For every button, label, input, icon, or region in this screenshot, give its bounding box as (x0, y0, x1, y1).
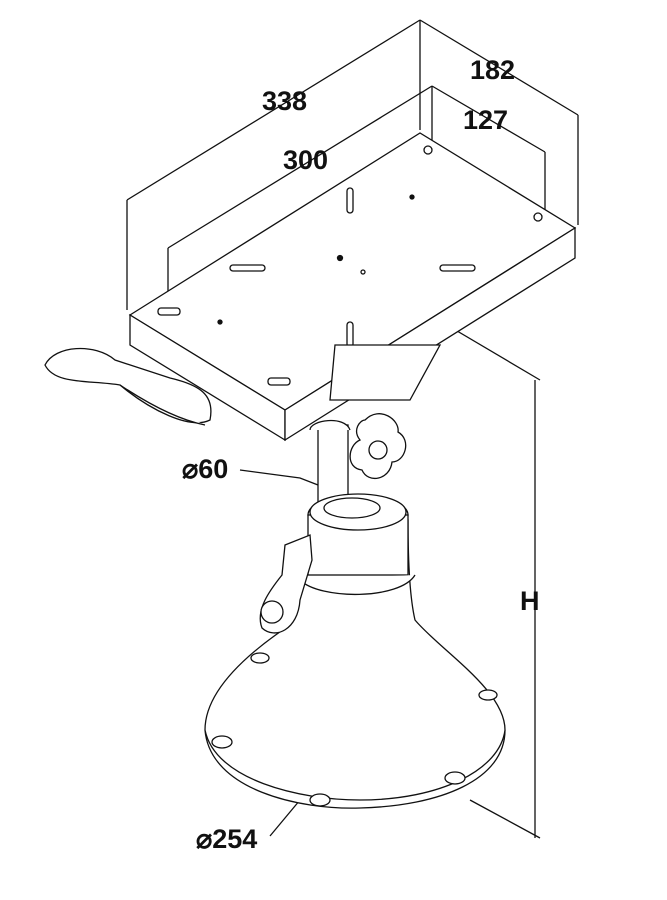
dim-height-label: H (520, 586, 540, 616)
dim-300-label: 300 (283, 145, 329, 175)
dim-182-label: 182 (470, 55, 516, 85)
dim-base-diameter-label: ⌀254 (196, 824, 258, 854)
base (204, 493, 506, 809)
dim-338-label: 338 (262, 86, 308, 116)
adjust-lever (44, 347, 212, 426)
clamp-lever (259, 534, 313, 634)
locking-knob (349, 413, 407, 480)
dim-column-diameter-label: ⌀60 (182, 454, 229, 484)
dim-127-label: 127 (463, 105, 509, 135)
